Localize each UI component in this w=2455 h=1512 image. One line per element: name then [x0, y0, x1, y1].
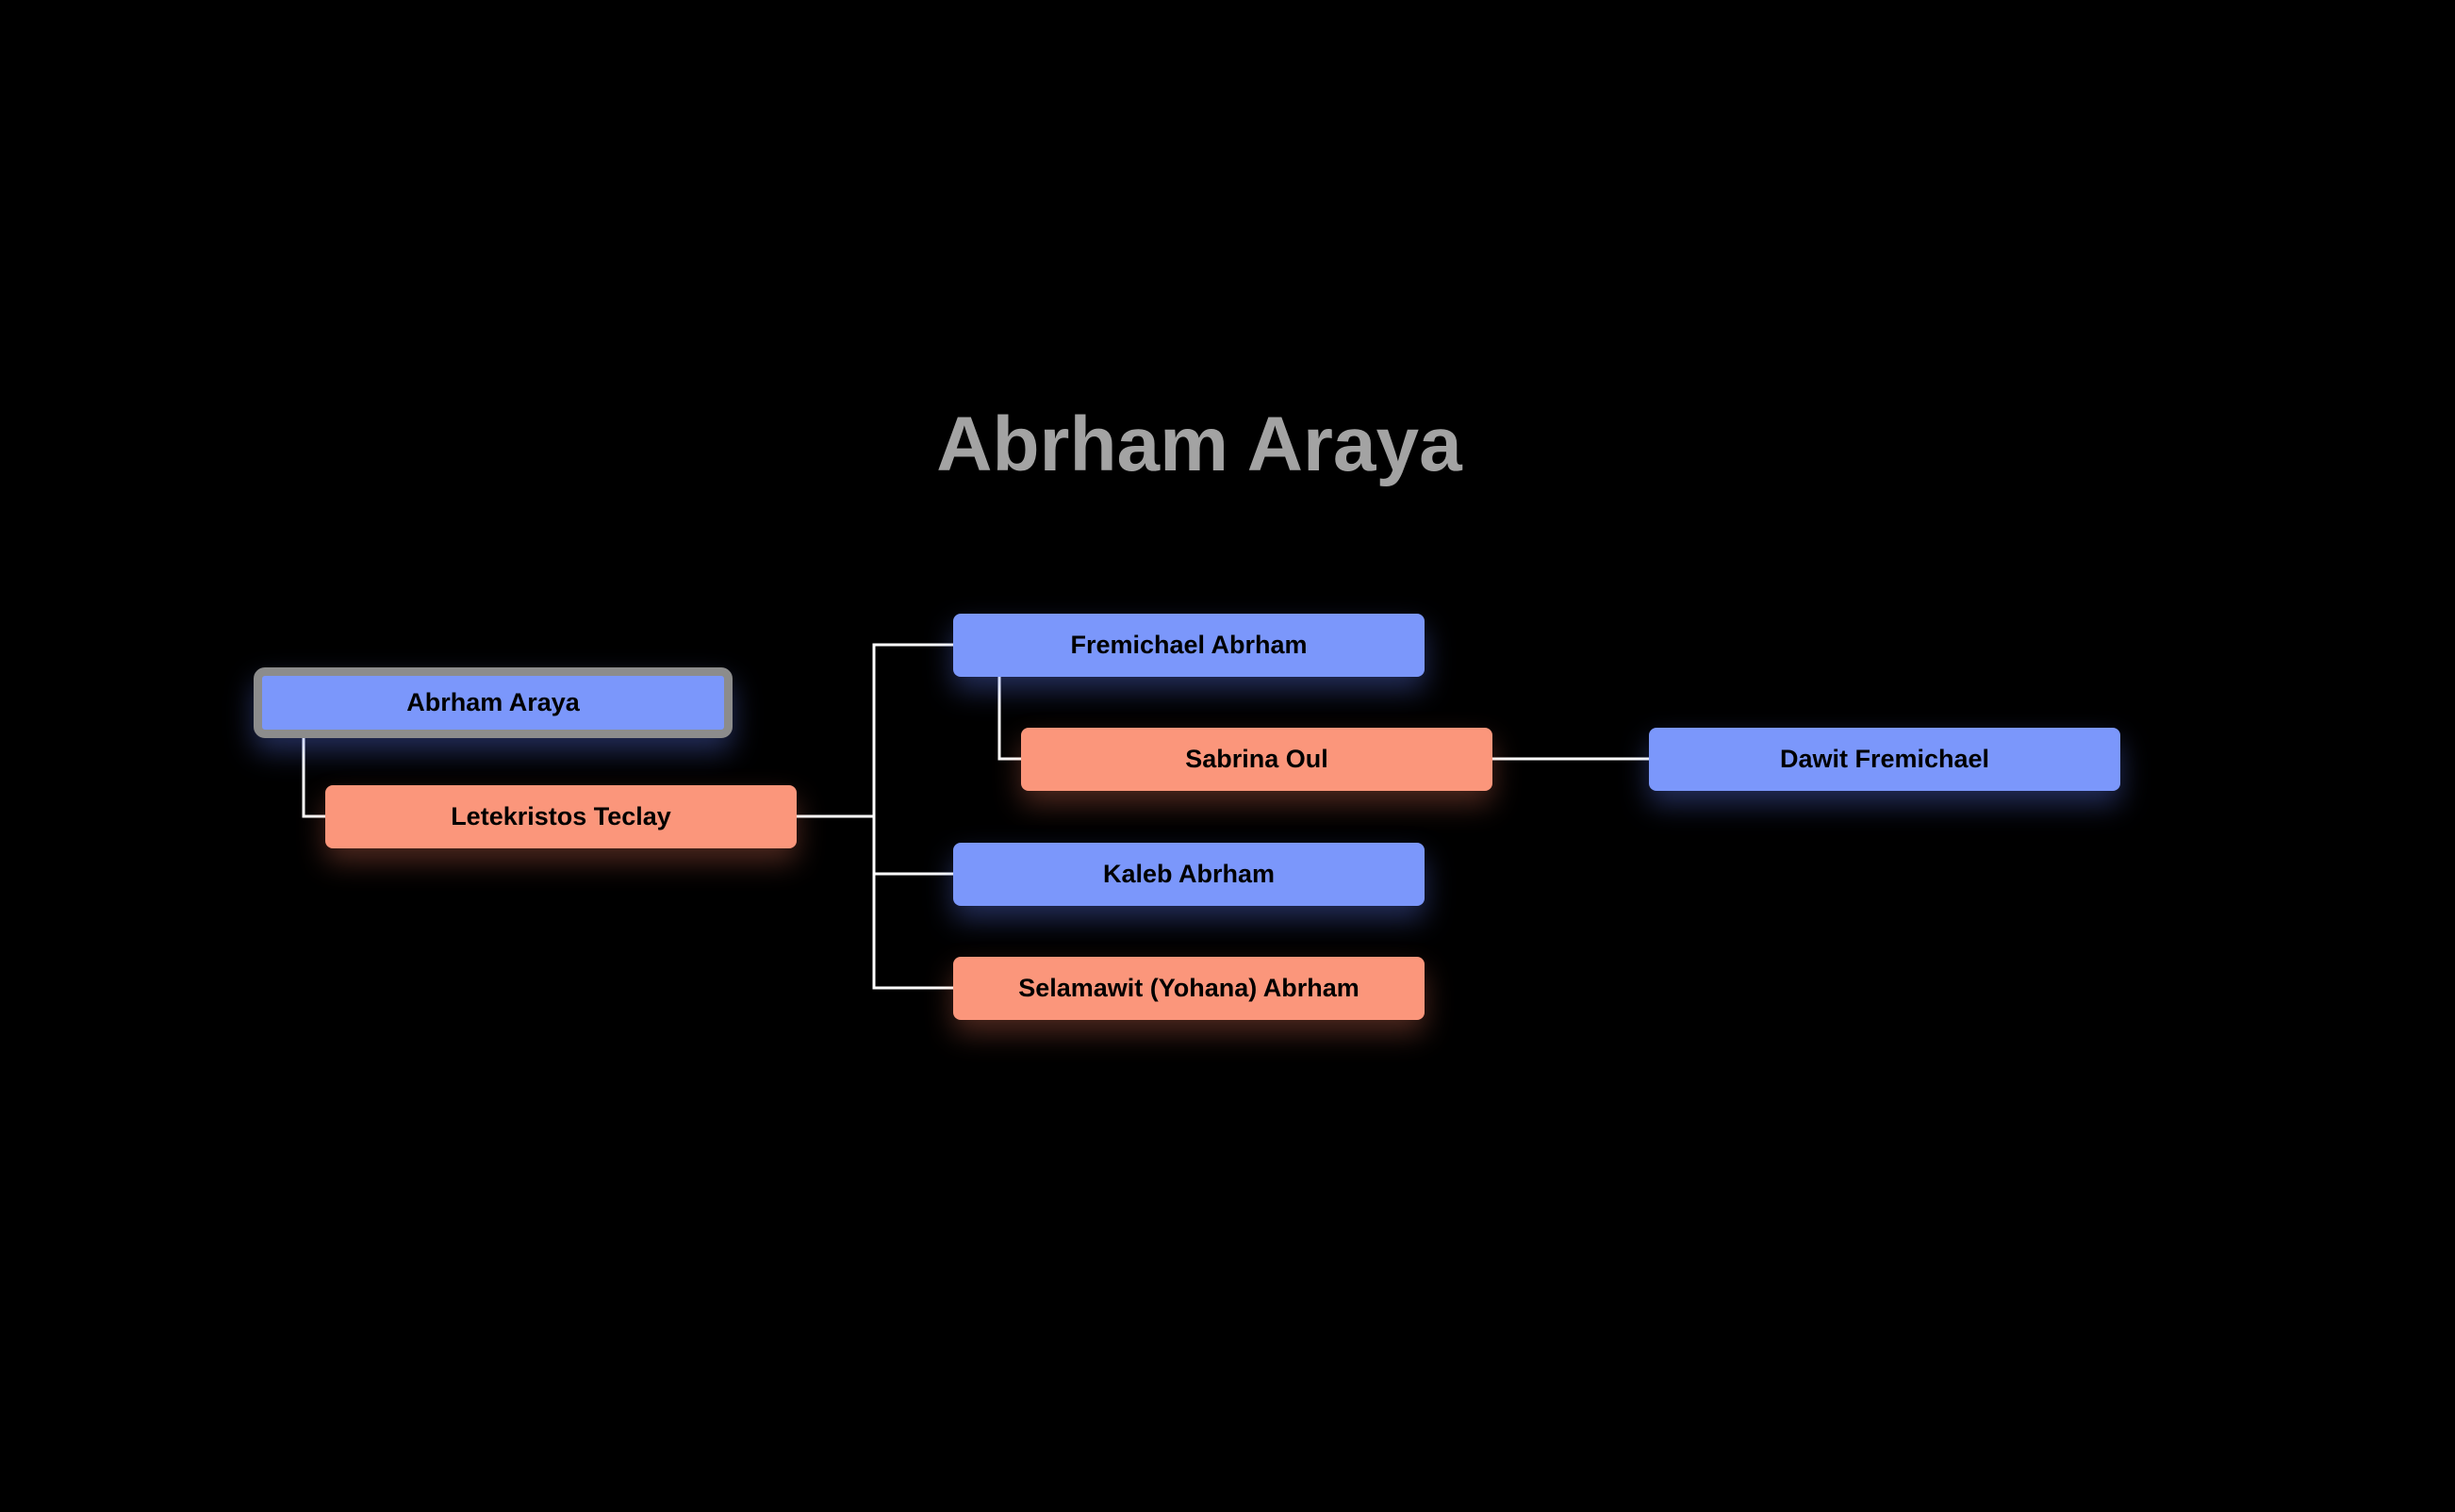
tree-title: Abrham Araya — [936, 402, 1462, 487]
person-node-fremichael-abrham[interactable]: Fremichael Abrham — [953, 614, 1425, 677]
person-node-letekristos-teclay[interactable]: Letekristos Teclay — [325, 785, 797, 848]
children-trunk — [872, 643, 953, 990]
person-node-selamawit-abrham[interactable]: Selamawit (Yohana) Abrham — [953, 957, 1425, 1020]
root-spouse-link — [302, 737, 325, 818]
person-node-abrham-araya[interactable]: Abrham Araya — [254, 667, 733, 738]
child1-spouse-link — [997, 677, 1021, 761]
person-node-sabrina-oul[interactable]: Sabrina Oul — [1021, 728, 1492, 791]
person-node-dawit-fremichael[interactable]: Dawit Fremichael — [1649, 728, 2120, 791]
person-node-kaleb-abrham[interactable]: Kaleb Abrham — [953, 843, 1425, 906]
